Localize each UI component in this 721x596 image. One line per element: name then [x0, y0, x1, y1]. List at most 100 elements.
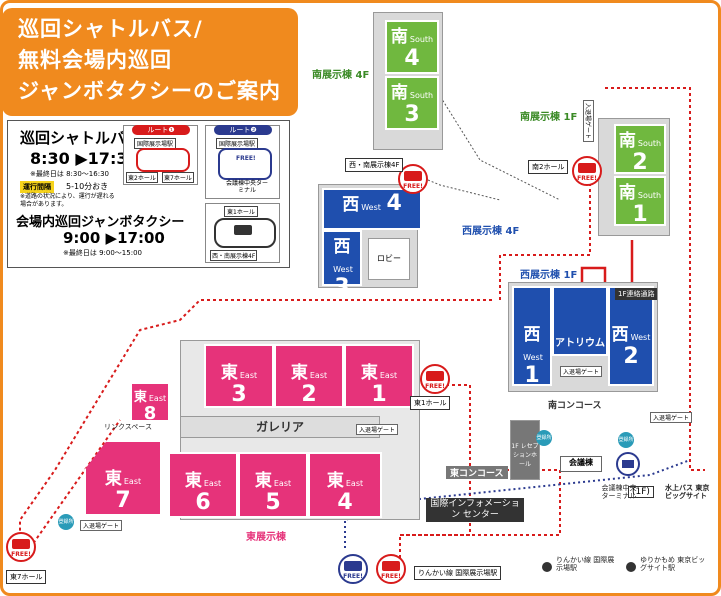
bus-icon-2 [404, 171, 422, 181]
east-2-kanji: 東 [290, 363, 308, 383]
free-badge-5: FREE! [343, 573, 363, 580]
south-2-num: 2 [632, 150, 648, 175]
bus-icon [578, 163, 596, 173]
label-west-connect: 1F連絡通路 [615, 288, 658, 300]
title-line-1: 巡回シャトルバス/ [18, 17, 203, 41]
south-3-kanji: 南 [390, 83, 408, 103]
south-1-num: 1 [632, 202, 648, 227]
taxi-stop-top: 東1ホール [224, 206, 258, 217]
stop-east1hall: 東1ホール [410, 396, 451, 410]
free-bus-east7[interactable]: FREE! [6, 532, 36, 562]
taxi-heading: 会場内巡回ジャンボタクシー [16, 215, 185, 230]
west-2-num: 2 [623, 344, 639, 369]
galleria: ガレリア [180, 416, 380, 438]
east-3-en: East [239, 371, 258, 380]
east-5-kanji: 東 [254, 471, 272, 491]
route-1-loop [136, 148, 190, 172]
taxi-card: 東1ホール 西・南展示棟4F [205, 203, 280, 263]
south-4-num: 4 [404, 46, 420, 71]
reception-hall: 1F レセプションホール [510, 420, 540, 480]
taxi-last-day: ※最終日は 9:00～15:00 [63, 249, 142, 257]
east-7-num: 7 [115, 488, 131, 513]
west-3-en: West [333, 265, 353, 274]
shuttle-hours: 8:30 ▶17:30 [30, 149, 139, 168]
interval-tag: 運行間隔 [20, 181, 54, 193]
east-6-num: 6 [195, 490, 211, 515]
label-water-bus: 水上バス 東京ビッグサイト [665, 484, 710, 500]
east-4-kanji: 東 [326, 471, 344, 491]
south-1-en: South [637, 191, 662, 200]
east-1-en: East [379, 371, 398, 380]
building-west-1[interactable]: 西West 1 [512, 286, 552, 388]
west-4-en: West [361, 203, 381, 212]
title-line-3: ジャンボタクシーのご案内 [18, 79, 281, 103]
east-8-en: East [148, 394, 167, 403]
east-3-num: 3 [231, 382, 247, 407]
label-south-4f: 南展示棟 4F [312, 70, 370, 81]
route-2-loop [218, 148, 272, 180]
free-bus-station-red[interactable]: FREE! [376, 554, 406, 584]
route-2-stop-bottom: 会議棟中央ターミナル [225, 180, 268, 194]
south-3-en: South [409, 91, 434, 100]
label-south-concourse: 南コンコース [548, 401, 602, 411]
taxi-icon-2 [622, 460, 634, 468]
south-3-num: 3 [404, 102, 420, 127]
lobby-area: ロビー [368, 238, 410, 280]
free-badge-1: FREE! [577, 175, 597, 182]
stop-rinkai: りんかい線 国際展示場駅 [556, 556, 615, 572]
registration-2: 登録所 [536, 430, 552, 446]
gate-west: 入退場ゲート [560, 366, 603, 377]
south-2-kanji: 南 [618, 131, 636, 151]
route-1-title: ルート❶ [132, 125, 190, 135]
west-3-kanji: 西 [333, 237, 351, 257]
registration-1: 登録所 [58, 514, 74, 530]
interval-value: 5-10分おき [66, 182, 109, 191]
east-4-num: 4 [337, 490, 353, 515]
label-south-1f: 南展示棟 1F [520, 112, 578, 123]
building-west-3[interactable]: 西West 3 [322, 230, 362, 300]
label-1f: (1F) [628, 486, 654, 498]
south-2-en: South [637, 139, 662, 148]
free-badge-6: FREE! [381, 573, 401, 580]
label-east-bldg: 東展示棟 [246, 532, 286, 543]
shuttle-last-day: ※最終日は 8:30～16:30 [30, 170, 109, 178]
schedule-legend: 巡回シャトルバス 8:30 ▶17:30 ※最終日は 8:30～16:30 運行… [7, 120, 290, 268]
west-4-kanji: 西 [342, 195, 360, 215]
free-bus-east1[interactable]: FREE! [420, 364, 450, 394]
east-3-kanji: 東 [220, 363, 238, 383]
taxi-stop-conference[interactable] [616, 452, 640, 476]
stop-south2hall: 南2ホール [528, 160, 569, 174]
free-badge-3: FREE! [425, 383, 445, 390]
bus-icon-3 [426, 371, 444, 381]
bus-icon-6 [382, 561, 400, 571]
yurikamome-station-icon [626, 562, 636, 572]
route-2-card: ルート❷ 国際展示場駅 FREE! 会議棟中央ターミナル [205, 125, 280, 199]
east-1-kanji: 東 [360, 363, 378, 383]
south-4-en: South [409, 35, 434, 44]
label-terminal: 会議棟中央ターミナル [601, 484, 637, 500]
west-2-en: West [630, 333, 651, 342]
traffic-note: ※道路の状況により、運行が遅れる場合があります。 [20, 193, 115, 208]
east-6-kanji: 東 [184, 471, 202, 491]
west-1-en: West [523, 353, 543, 362]
free-bus-south2[interactable]: FREE! [572, 156, 602, 186]
registration-3: 登録所 [618, 432, 634, 448]
south-1-kanji: 南 [618, 183, 636, 203]
map-title: 巡回シャトルバス/ 無料会場内巡回 ジャンボタクシーのご案内 [2, 8, 298, 116]
free-bus-station-navy[interactable]: FREE! [338, 554, 368, 584]
atrium[interactable]: アトリウム [552, 286, 608, 356]
route-1-card: ルート❶ 国際展示場駅 東2ホール 東7ホール [123, 125, 198, 185]
